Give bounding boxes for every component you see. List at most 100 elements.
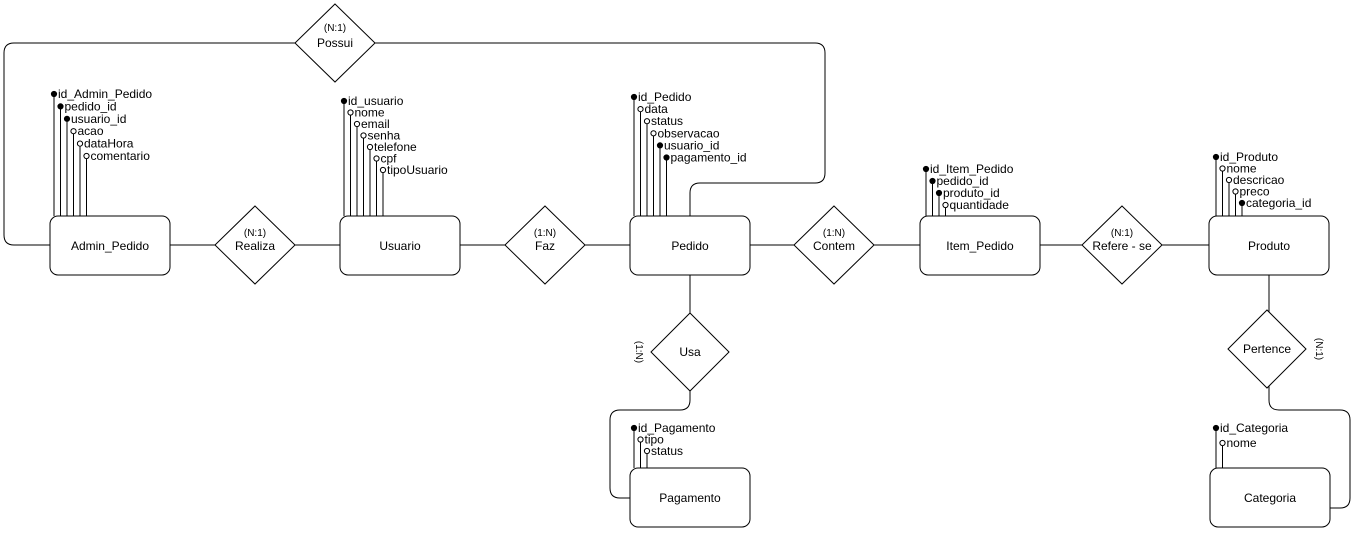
- attributes-usuario: id_usuarionomeemailsenhatelefonecpftipoU…: [340, 94, 448, 216]
- attribute-marker: [379, 166, 387, 174]
- entity-label: Admin_Pedido: [71, 239, 149, 253]
- attribute-label: id_usuario: [348, 94, 404, 108]
- relationship-label: Refere - se: [1092, 239, 1152, 253]
- attribute-label: pedido_id: [937, 174, 989, 188]
- attribute-marker: [360, 132, 367, 139]
- relationship-cardinality: (N:1): [324, 23, 346, 34]
- attribute-label: status: [651, 444, 683, 458]
- attribute-label: dataHora: [84, 137, 134, 151]
- attribute-marker: [637, 106, 644, 113]
- entity-categoria[interactable]: Categoria: [1209, 467, 1331, 528]
- attribute-label: status: [651, 114, 683, 128]
- key-attribute-marker: [50, 90, 58, 98]
- relationship-realiza[interactable]: (N:1) Realiza: [214, 205, 296, 285]
- key-attribute-marker: [663, 154, 670, 161]
- attribute-label: pagamento_id: [671, 151, 747, 165]
- relationship-refere[interactable]: (N:1) Refere - se: [1081, 205, 1163, 285]
- attribute-label: id_Categoria: [1220, 421, 1288, 435]
- attribute-label: id_Pedido: [638, 90, 692, 104]
- attribute-label: nome: [1227, 162, 1257, 176]
- key-attribute-marker: [656, 142, 664, 149]
- key-attribute-marker: [630, 424, 638, 432]
- relationship-faz[interactable]: (1:N) Faz: [504, 205, 586, 285]
- entity-admin-pedido[interactable]: Admin_Pedido: [49, 215, 171, 276]
- attribute-marker: [366, 143, 374, 151]
- entity-item-pedido[interactable]: Item_Pedido: [919, 215, 1041, 276]
- attribute-label: produto_id: [943, 186, 1000, 200]
- relationship-possui[interactable]: (N:1) Possui: [294, 3, 376, 83]
- attribute-label: comentario: [91, 149, 151, 163]
- attribute-label: pedido_id: [65, 99, 117, 113]
- relationship-usa[interactable]: Usa: [650, 312, 730, 392]
- attribute-label: telefone: [374, 140, 417, 154]
- connector-possui: [3, 42, 826, 246]
- attribute-marker: [637, 436, 644, 443]
- attributes-pedido: id_Pedidodatastatusobservacaousuario_idp…: [630, 90, 747, 216]
- entity-label: Item_Pedido: [946, 239, 1014, 253]
- attribute-marker: [353, 120, 361, 128]
- attribute-label: tipoUsuario: [387, 163, 448, 177]
- key-attribute-marker: [922, 165, 930, 173]
- attributes-item-pedido: id_Item_Pedidopedido_idproduto_idquantid…: [922, 162, 1014, 216]
- relationship-label: Realiza: [235, 239, 275, 253]
- attribute-label: senha: [368, 129, 401, 143]
- key-attribute-marker: [1212, 424, 1220, 432]
- attribute-label: email: [361, 117, 390, 131]
- entity-label: Pedido: [671, 239, 709, 253]
- key-attribute-marker: [1212, 153, 1220, 161]
- attribute-label: id_Produto: [1220, 150, 1278, 164]
- attribute-marker: [373, 155, 380, 162]
- attribute-marker: [1225, 176, 1233, 184]
- key-attribute-marker: [340, 97, 348, 105]
- entity-pedido[interactable]: Pedido: [629, 215, 751, 276]
- attribute-marker: [83, 152, 90, 160]
- relationship-pertence-cardinality: (N:1): [1313, 338, 1324, 360]
- entity-produto[interactable]: Produto: [1208, 215, 1330, 276]
- entity-usuario[interactable]: Usuario: [339, 215, 461, 276]
- connector-pertence: [1268, 275, 1351, 509]
- attribute-label: categoria_id: [1246, 196, 1311, 210]
- attribute-marker: [1232, 188, 1239, 195]
- attribute-label: cpf: [381, 152, 398, 166]
- attribute-marker: [1219, 439, 1226, 447]
- key-attribute-marker: [57, 103, 64, 110]
- relationship-cardinality: (1:N): [823, 228, 845, 239]
- entity-label: Produto: [1248, 239, 1290, 253]
- attribute-label: observacao: [658, 126, 720, 140]
- attribute-label: nome: [1227, 436, 1257, 450]
- key-attribute-marker: [63, 115, 71, 122]
- attribute-label: quantidade: [950, 198, 1010, 212]
- attribute-label: nome: [355, 106, 385, 120]
- attribute-marker: [76, 140, 84, 147]
- relationship-cardinality: (1:N): [534, 228, 556, 239]
- attribute-marker: [70, 128, 77, 135]
- key-attribute-marker: [929, 177, 936, 185]
- relationship-label: Faz: [535, 239, 555, 253]
- relationship-label: Possui: [317, 36, 353, 50]
- attribute-label: preco: [1240, 185, 1270, 199]
- attribute-label: id_Item_Pedido: [930, 162, 1014, 176]
- attribute-label: acao: [78, 124, 104, 138]
- attribute-marker: [942, 201, 949, 209]
- attribute-marker: [347, 109, 354, 116]
- relationship-contem[interactable]: (1:N) Contem: [793, 205, 875, 285]
- entity-label: Categoria: [1244, 491, 1296, 505]
- attribute-marker: [1219, 165, 1226, 172]
- entity-pagamento[interactable]: Pagamento: [629, 467, 751, 528]
- key-attribute-marker: [1238, 199, 1246, 207]
- attribute-label: tipo: [645, 433, 665, 447]
- key-attribute-marker: [630, 93, 638, 101]
- entity-label: Pagamento: [659, 491, 721, 505]
- attribute-marker: [643, 118, 651, 125]
- attribute-label: usuario_id: [71, 112, 126, 126]
- entity-label: Usuario: [379, 239, 421, 253]
- key-attribute-marker: [935, 189, 943, 197]
- relationship-label: Contem: [813, 239, 855, 253]
- relationship-pertence[interactable]: Pertence: [1227, 309, 1307, 389]
- relationship-usa-cardinality: (1:N): [633, 341, 644, 363]
- attributes-admin-pedido: id_Admin_Pedidopedido_idusuario_idacaoda…: [50, 87, 152, 216]
- relationship-cardinality: (N:1): [1111, 228, 1133, 239]
